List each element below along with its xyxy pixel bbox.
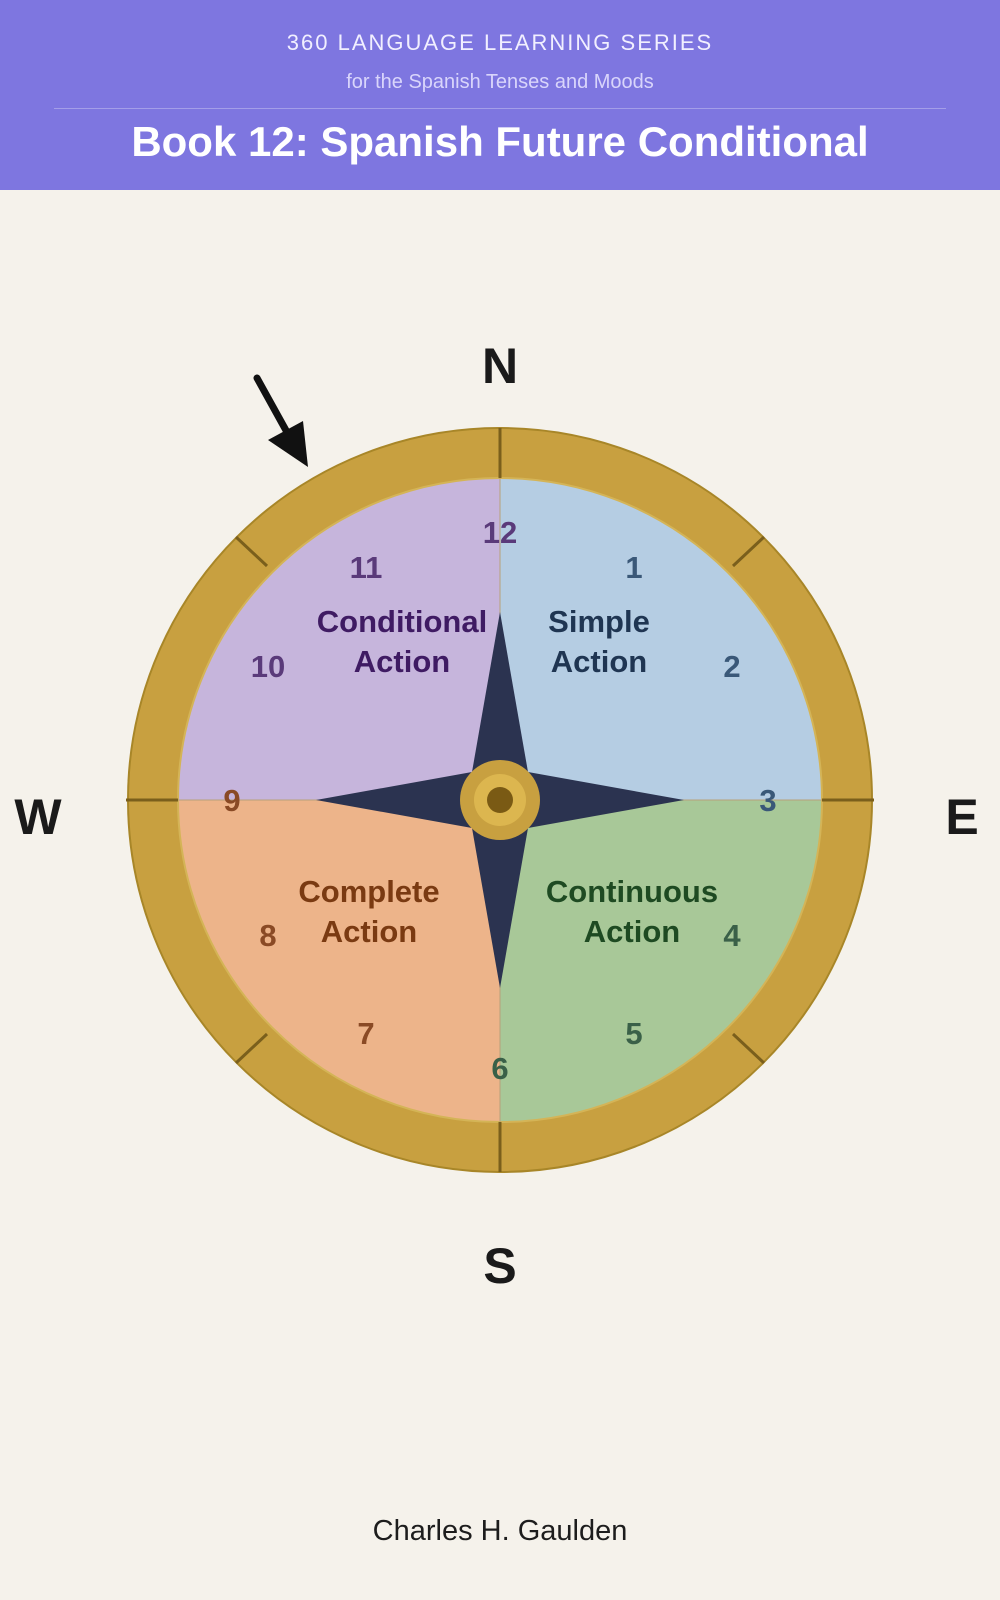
- quadrant-label-complete-1: Complete: [298, 874, 439, 909]
- hour-8: 8: [259, 918, 276, 953]
- hour-6: 6: [491, 1051, 508, 1086]
- quadrant-label-continuous-2: Action: [584, 914, 680, 949]
- quadrant-top-left: [178, 478, 500, 800]
- hour-10: 10: [251, 649, 285, 684]
- hour-7: 7: [357, 1016, 374, 1051]
- hour-2: 2: [723, 649, 740, 684]
- quadrant-label-conditional-1: Conditional: [317, 604, 487, 639]
- hour-1: 1: [625, 550, 642, 585]
- quadrant-bottom-right: [500, 800, 822, 1122]
- direction-east: E: [945, 789, 978, 845]
- compass-star: [316, 612, 684, 988]
- center-hub-inner: [487, 787, 513, 813]
- direction-west: W: [14, 789, 62, 845]
- hour-4: 4: [723, 918, 741, 953]
- hour-9: 9: [223, 783, 240, 818]
- ring-ticks: [126, 428, 874, 1172]
- series-subtitle: for the Spanish Tenses and Moods: [346, 71, 654, 93]
- direction-south: S: [483, 1238, 516, 1294]
- author-name: Charles H. Gaulden: [372, 1515, 628, 1547]
- quadrant-label-continuous-1: Continuous: [546, 874, 718, 909]
- header-divider: [54, 108, 946, 109]
- direction-north: N: [482, 338, 518, 394]
- quadrant-top-right: [500, 478, 822, 800]
- quadrant-bottom-left: [178, 800, 500, 1122]
- hour-5: 5: [625, 1016, 642, 1051]
- hour-3: 3: [759, 783, 776, 818]
- hour-11: 11: [350, 550, 383, 585]
- quadrant-label-conditional-2: Action: [354, 644, 450, 679]
- cover-header: 360 LANGUAGE LEARNING SERIES for the Spa…: [0, 0, 1000, 190]
- book-title: Book 12: Spanish Future Conditional: [131, 118, 869, 165]
- quadrant-label-simple-2: Action: [551, 644, 647, 679]
- hour-12: 12: [483, 515, 517, 550]
- quadrant-label-simple-1: Simple: [548, 604, 650, 639]
- series-title: 360 LANGUAGE LEARNING SERIES: [286, 30, 714, 55]
- arrow-pointer-icon: [253, 374, 308, 467]
- quadrant-label-complete-2: Action: [321, 914, 417, 949]
